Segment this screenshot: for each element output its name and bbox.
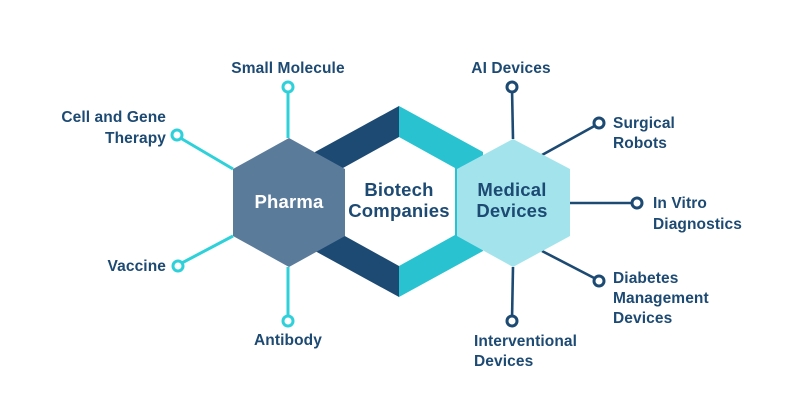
- dot-in-vitro-diagnostics: [630, 196, 644, 210]
- dot-surgical-robots: [592, 116, 606, 130]
- biotech-hexagon-label-line1: Biotech: [364, 179, 433, 200]
- label-surgical-line2: Robots: [613, 135, 667, 152]
- label-interventional-line2: Devices: [474, 353, 533, 370]
- label-in-vitro-line1: In Vitro: [653, 195, 707, 212]
- dot-antibody: [281, 314, 295, 328]
- label-diabetes-line3: Devices: [613, 310, 672, 327]
- dot-interventional-devices: [505, 314, 519, 328]
- dot-diabetes-management: [592, 274, 606, 288]
- spoke-line-vaccine: [177, 234, 234, 267]
- biotech-hexagon-core: [343, 137, 455, 266]
- medical-hexagon: [457, 139, 570, 267]
- pharma-spoke-lines: [176, 88, 290, 320]
- spoke-line-ai-devices: [510, 87, 515, 140]
- pharma-hexagon-label: Pharma: [254, 191, 324, 212]
- dot-small-molecule: [281, 80, 295, 94]
- label-cell-gene-line1: Cell and Gene: [61, 109, 166, 126]
- medical-hexagon-label-line1: Medical: [477, 179, 546, 200]
- label-in-vitro-line2: Diagnostics: [653, 216, 742, 233]
- label-antibody: Antibody: [254, 332, 322, 349]
- label-diabetes-line1: Diabetes: [613, 270, 678, 287]
- label-surgical-line1: Surgical: [613, 115, 675, 132]
- dot-cell-gene-therapy: [170, 128, 184, 142]
- medical-spoke-lines: [510, 87, 636, 321]
- spoke-line-cell-gene-therapy: [176, 134, 234, 171]
- label-ai-devices: AI Devices: [471, 60, 550, 77]
- label-small-molecule: Small Molecule: [231, 60, 345, 77]
- spoke-line-diabetes-management: [541, 249, 599, 282]
- label-vaccine: Vaccine: [108, 258, 167, 275]
- medical-hexagon-label-line2: Devices: [476, 200, 547, 221]
- spoke-line-surgical-robots: [541, 122, 599, 157]
- spoke-dots: [170, 80, 644, 328]
- label-cell-gene-line2: Therapy: [105, 130, 166, 147]
- dot-vaccine: [171, 259, 185, 273]
- dot-ai-devices: [505, 80, 519, 94]
- biotech-hexagon: [315, 106, 483, 297]
- spoke-line-interventional-devices: [510, 266, 515, 321]
- pharma-hexagon: [233, 138, 345, 267]
- biotech-hexagon-label-line2: Companies: [348, 200, 450, 221]
- label-interventional-line1: Interventional: [474, 333, 577, 350]
- label-diabetes-line2: Management: [613, 290, 709, 307]
